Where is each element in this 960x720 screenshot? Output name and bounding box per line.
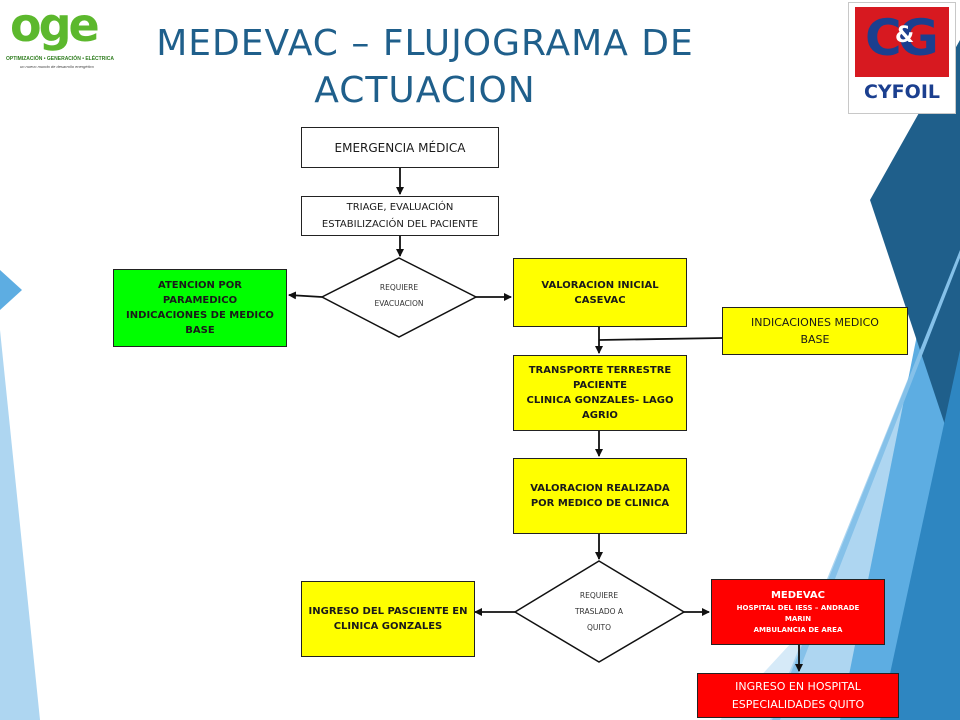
box-transporte-line4: AGRIO	[582, 410, 618, 421]
box-triage-line2: ESTABILIZACIÓN DEL PACIENTE	[321, 219, 479, 230]
box-paramedico-line4: BASE	[185, 325, 215, 336]
page-title-line1: MEDEVAC – FLUJOGRAMA DE	[156, 23, 694, 64]
box-transporte-line2: PACIENTE	[572, 380, 628, 391]
box-medevac: MEDEVAC HOSPITAL DEL IESS – ANDRADE MARI…	[711, 579, 885, 645]
box-medevac-line1: MEDEVAC	[770, 590, 826, 601]
oge-logo-tagline: OPTIMIZACIÓN • GENERACIÓN • ELÉCTRICA	[6, 56, 114, 62]
decision-traslado-line3: QUITO	[586, 623, 612, 632]
page-title-line2: ACTUACION	[314, 70, 536, 111]
box-indicaciones-line1: INDICACIONES MEDICO	[751, 316, 879, 329]
oge-logo-word: oge	[10, 0, 100, 52]
box-valoracion-clinica: VALORACION REALIZADA POR MEDICO DE CLINI…	[513, 458, 687, 534]
cyfoil-logo: CG & CYFOIL	[848, 2, 956, 114]
box-paramedico-line3: INDICACIONES DE MEDICO	[126, 310, 274, 321]
box-transporte-line3: CLINICA GONZALES- LAGO	[526, 395, 674, 406]
box-valoracion-inicial-line2: CASEVAC	[574, 294, 626, 306]
box-medevac-line2: HOSPITAL DEL IESS – ANDRADE	[736, 604, 860, 612]
cyfoil-logo-mark: CG	[865, 9, 939, 67]
decision-traslado-line1: REQUIERE	[579, 591, 619, 600]
box-paramedico-line1: ATENCION POR	[158, 280, 242, 291]
deco-chevron-left	[0, 270, 22, 310]
decision-evacuacion-shape	[320, 257, 478, 338]
deco-arrow-left	[0, 300, 40, 720]
box-transporte-line1: TRANSPORTE TERRESTRE	[528, 365, 672, 376]
deco-blue-band	[880, 350, 960, 720]
decision-traslado-shape	[513, 560, 686, 663]
decision-traslado: REQUIERE TRASLADO A QUITO	[545, 588, 653, 636]
box-emergencia-medica-text: EMERGENCIA MÉDICA	[334, 140, 466, 155]
box-valoracion-inicial: VALORACION INICIAL CASEVAC	[513, 258, 687, 327]
box-ingreso-hospital-line2: ESPECIALIDADES QUITO	[731, 697, 865, 711]
box-ingreso-clinica-line1: INGRESO DEL PASCIENTE EN	[308, 606, 468, 617]
box-valoracion-clinica-line1: VALORACION REALIZADA	[530, 483, 670, 494]
decision-evacuacion-line2: EVACUACION	[374, 299, 424, 308]
box-paramedico-line2: PARAMEDICO	[162, 295, 238, 306]
box-triage: TRIAGE, EVALUACIÓN ESTABILIZACIÓN DEL PA…	[301, 196, 499, 236]
box-transporte-terrestre: TRANSPORTE TERRESTRE PACIENTE CLINICA GO…	[513, 355, 687, 431]
box-medevac-line4: AMBULANCIA DE AREA	[753, 626, 843, 634]
oge-logo-subline: un nuevo mundo de desarrollo energético	[20, 64, 94, 69]
decision-evacuacion: REQUIERE EVACUACION	[342, 280, 456, 312]
cyfoil-logo-mark-bg: CG &	[855, 7, 949, 77]
box-ingreso-clinica: INGRESO DEL PASCIENTE EN CLINICA GONZALE…	[301, 581, 475, 657]
decision-traslado-line2: TRASLADO A	[574, 607, 624, 616]
box-emergencia-medica: EMERGENCIA MÉDICA	[301, 127, 499, 168]
oge-logo: oge OPTIMIZACIÓN • GENERACIÓN • ELÉCTRIC…	[4, 0, 139, 70]
cyfoil-logo-name: CYFOIL	[863, 81, 940, 103]
box-valoracion-clinica-line2: POR MEDICO DE CLINICA	[530, 498, 670, 509]
box-triage-line1: TRIAGE, EVALUACIÓN	[346, 202, 454, 213]
arrow-decision-paramedico	[288, 291, 323, 300]
arrow-indicaciones-connector	[598, 337, 723, 341]
box-ingreso-hospital-line1: INGRESO EN HOSPITAL	[735, 679, 861, 693]
box-atencion-paramedico: ATENCION POR PARAMEDICO INDICACIONES DE …	[113, 269, 287, 347]
box-indicaciones-line2: BASE	[800, 333, 830, 346]
decision-evacuacion-line1: REQUIERE	[379, 283, 419, 292]
box-ingreso-clinica-line2: CLINICA GONZALES	[333, 621, 443, 632]
page-title: MEDEVAC – FLUJOGRAMA DE ACTUACION	[130, 20, 720, 114]
box-medevac-line3: MARIN	[784, 615, 812, 623]
deco-dark-band	[870, 40, 960, 470]
box-valoracion-inicial-line1: VALORACION INICIAL	[541, 279, 659, 291]
box-indicaciones-medico-base: INDICACIONES MEDICO BASE	[722, 307, 908, 355]
cyfoil-logo-amp: &	[895, 23, 915, 48]
box-ingreso-hospital: INGRESO EN HOSPITAL ESPECIALIDADES QUITO	[697, 673, 899, 718]
